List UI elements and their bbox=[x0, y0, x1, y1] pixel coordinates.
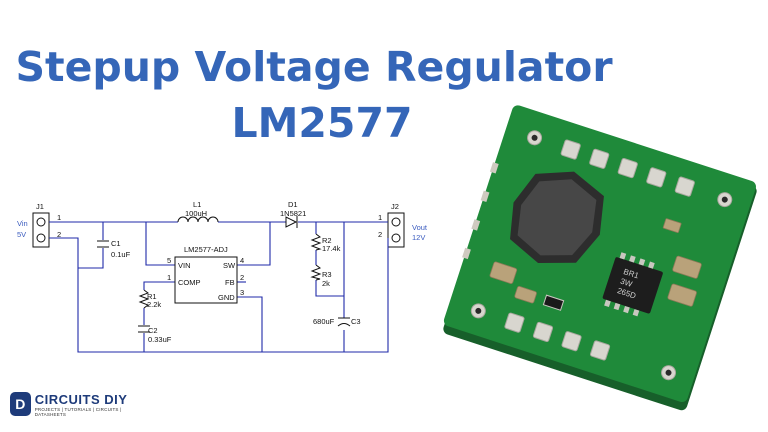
inductor-l1: L1 100uH bbox=[177, 200, 219, 223]
pcb-surface bbox=[443, 105, 756, 402]
ic-pin-gnd-num: 3 bbox=[240, 288, 244, 297]
l1-value: 100uH bbox=[185, 209, 207, 218]
circuits-diy-logo[interactable]: D CIRCUITS DIY PROJECTS | TUTORIALS | CI… bbox=[10, 388, 138, 420]
diode-d1: D1 1N5821 bbox=[280, 200, 306, 228]
r1-ref: R1 bbox=[147, 292, 157, 301]
resistor-r3: R3 2k bbox=[310, 264, 332, 288]
capacitor-c1: C1 0.1uF bbox=[97, 239, 131, 259]
ic-chip: BR1 3W 265D bbox=[602, 252, 663, 317]
j2-ref: J2 bbox=[391, 202, 399, 211]
j2-label: Vout bbox=[412, 223, 428, 232]
resistor-r1: R1 2.2k bbox=[138, 289, 161, 309]
ic-lm2577: LM2577-ADJ VIN 5 COMP 1 SW 4 FB 2 GND 3 bbox=[167, 245, 244, 304]
j1-ref: J1 bbox=[36, 202, 44, 211]
r2-value: 17.4k bbox=[322, 244, 341, 253]
smd-resistor bbox=[542, 294, 565, 311]
page-title: Stepup Voltage Regulator bbox=[15, 43, 613, 91]
j2-value: 12V bbox=[412, 233, 425, 242]
j2-pin1: 1 bbox=[378, 213, 382, 222]
capacitor-c3: C3 680uF bbox=[313, 317, 361, 327]
ic-pin-sw-label: SW bbox=[223, 261, 236, 270]
j2-pin2: 2 bbox=[378, 230, 382, 239]
r2-ref: R2 bbox=[322, 236, 332, 245]
ic-pin-comp-label: COMP bbox=[178, 278, 201, 287]
ic-pin-gnd-label: GND bbox=[218, 293, 235, 302]
c1-value: 0.1uF bbox=[111, 250, 131, 259]
ic-pin-fb-label: FB bbox=[225, 278, 235, 287]
ic-pin-vin-label: VIN bbox=[178, 261, 191, 270]
c1-ref: C1 bbox=[111, 239, 121, 248]
r1-value: 2.2k bbox=[147, 300, 161, 309]
d1-value: 1N5821 bbox=[280, 209, 306, 218]
ic-name: LM2577-ADJ bbox=[184, 245, 228, 254]
connector-j1: J1 1 2 Vin 5V bbox=[17, 202, 61, 248]
r3-ref: R3 bbox=[322, 270, 332, 279]
j1-value: 5V bbox=[17, 230, 26, 239]
c3-value: 680uF bbox=[313, 317, 335, 326]
page-subtitle: LM2577 bbox=[231, 99, 413, 147]
ic-pin-fb-num: 2 bbox=[240, 273, 244, 282]
j1-label: Vin bbox=[17, 219, 28, 228]
l1-ref: L1 bbox=[193, 200, 201, 209]
j1-pin1: 1 bbox=[57, 213, 61, 222]
j1-pin2: 2 bbox=[57, 230, 61, 239]
logo-badge-icon: D bbox=[10, 392, 31, 416]
d1-ref: D1 bbox=[288, 200, 298, 209]
circuit-wires bbox=[49, 221, 389, 353]
ic-marking-2: 3W bbox=[619, 277, 634, 289]
connector-j2: J2 1 2 Vout 12V bbox=[378, 202, 428, 248]
logo-name: CIRCUITS DIY bbox=[34, 391, 128, 407]
smd-capacitors bbox=[489, 218, 702, 307]
resistor-r2: R2 17.4k bbox=[310, 233, 341, 253]
capacitor-c2: C2 0.33uF bbox=[138, 325, 172, 344]
ic-pin-sw-num: 4 bbox=[240, 256, 244, 265]
logo-tagline: PROJECTS | TUTORIALS | CIRCUITS | DATASH… bbox=[34, 406, 122, 417]
c2-value: 0.33uF bbox=[148, 335, 172, 344]
ic-pin-vin-num: 5 bbox=[167, 256, 171, 265]
ic-pin-comp-num: 1 bbox=[167, 273, 171, 282]
inductor-component bbox=[510, 171, 604, 264]
c3-ref: C3 bbox=[351, 317, 361, 326]
c2-ref: C2 bbox=[148, 326, 158, 335]
r3-value: 2k bbox=[322, 279, 330, 288]
